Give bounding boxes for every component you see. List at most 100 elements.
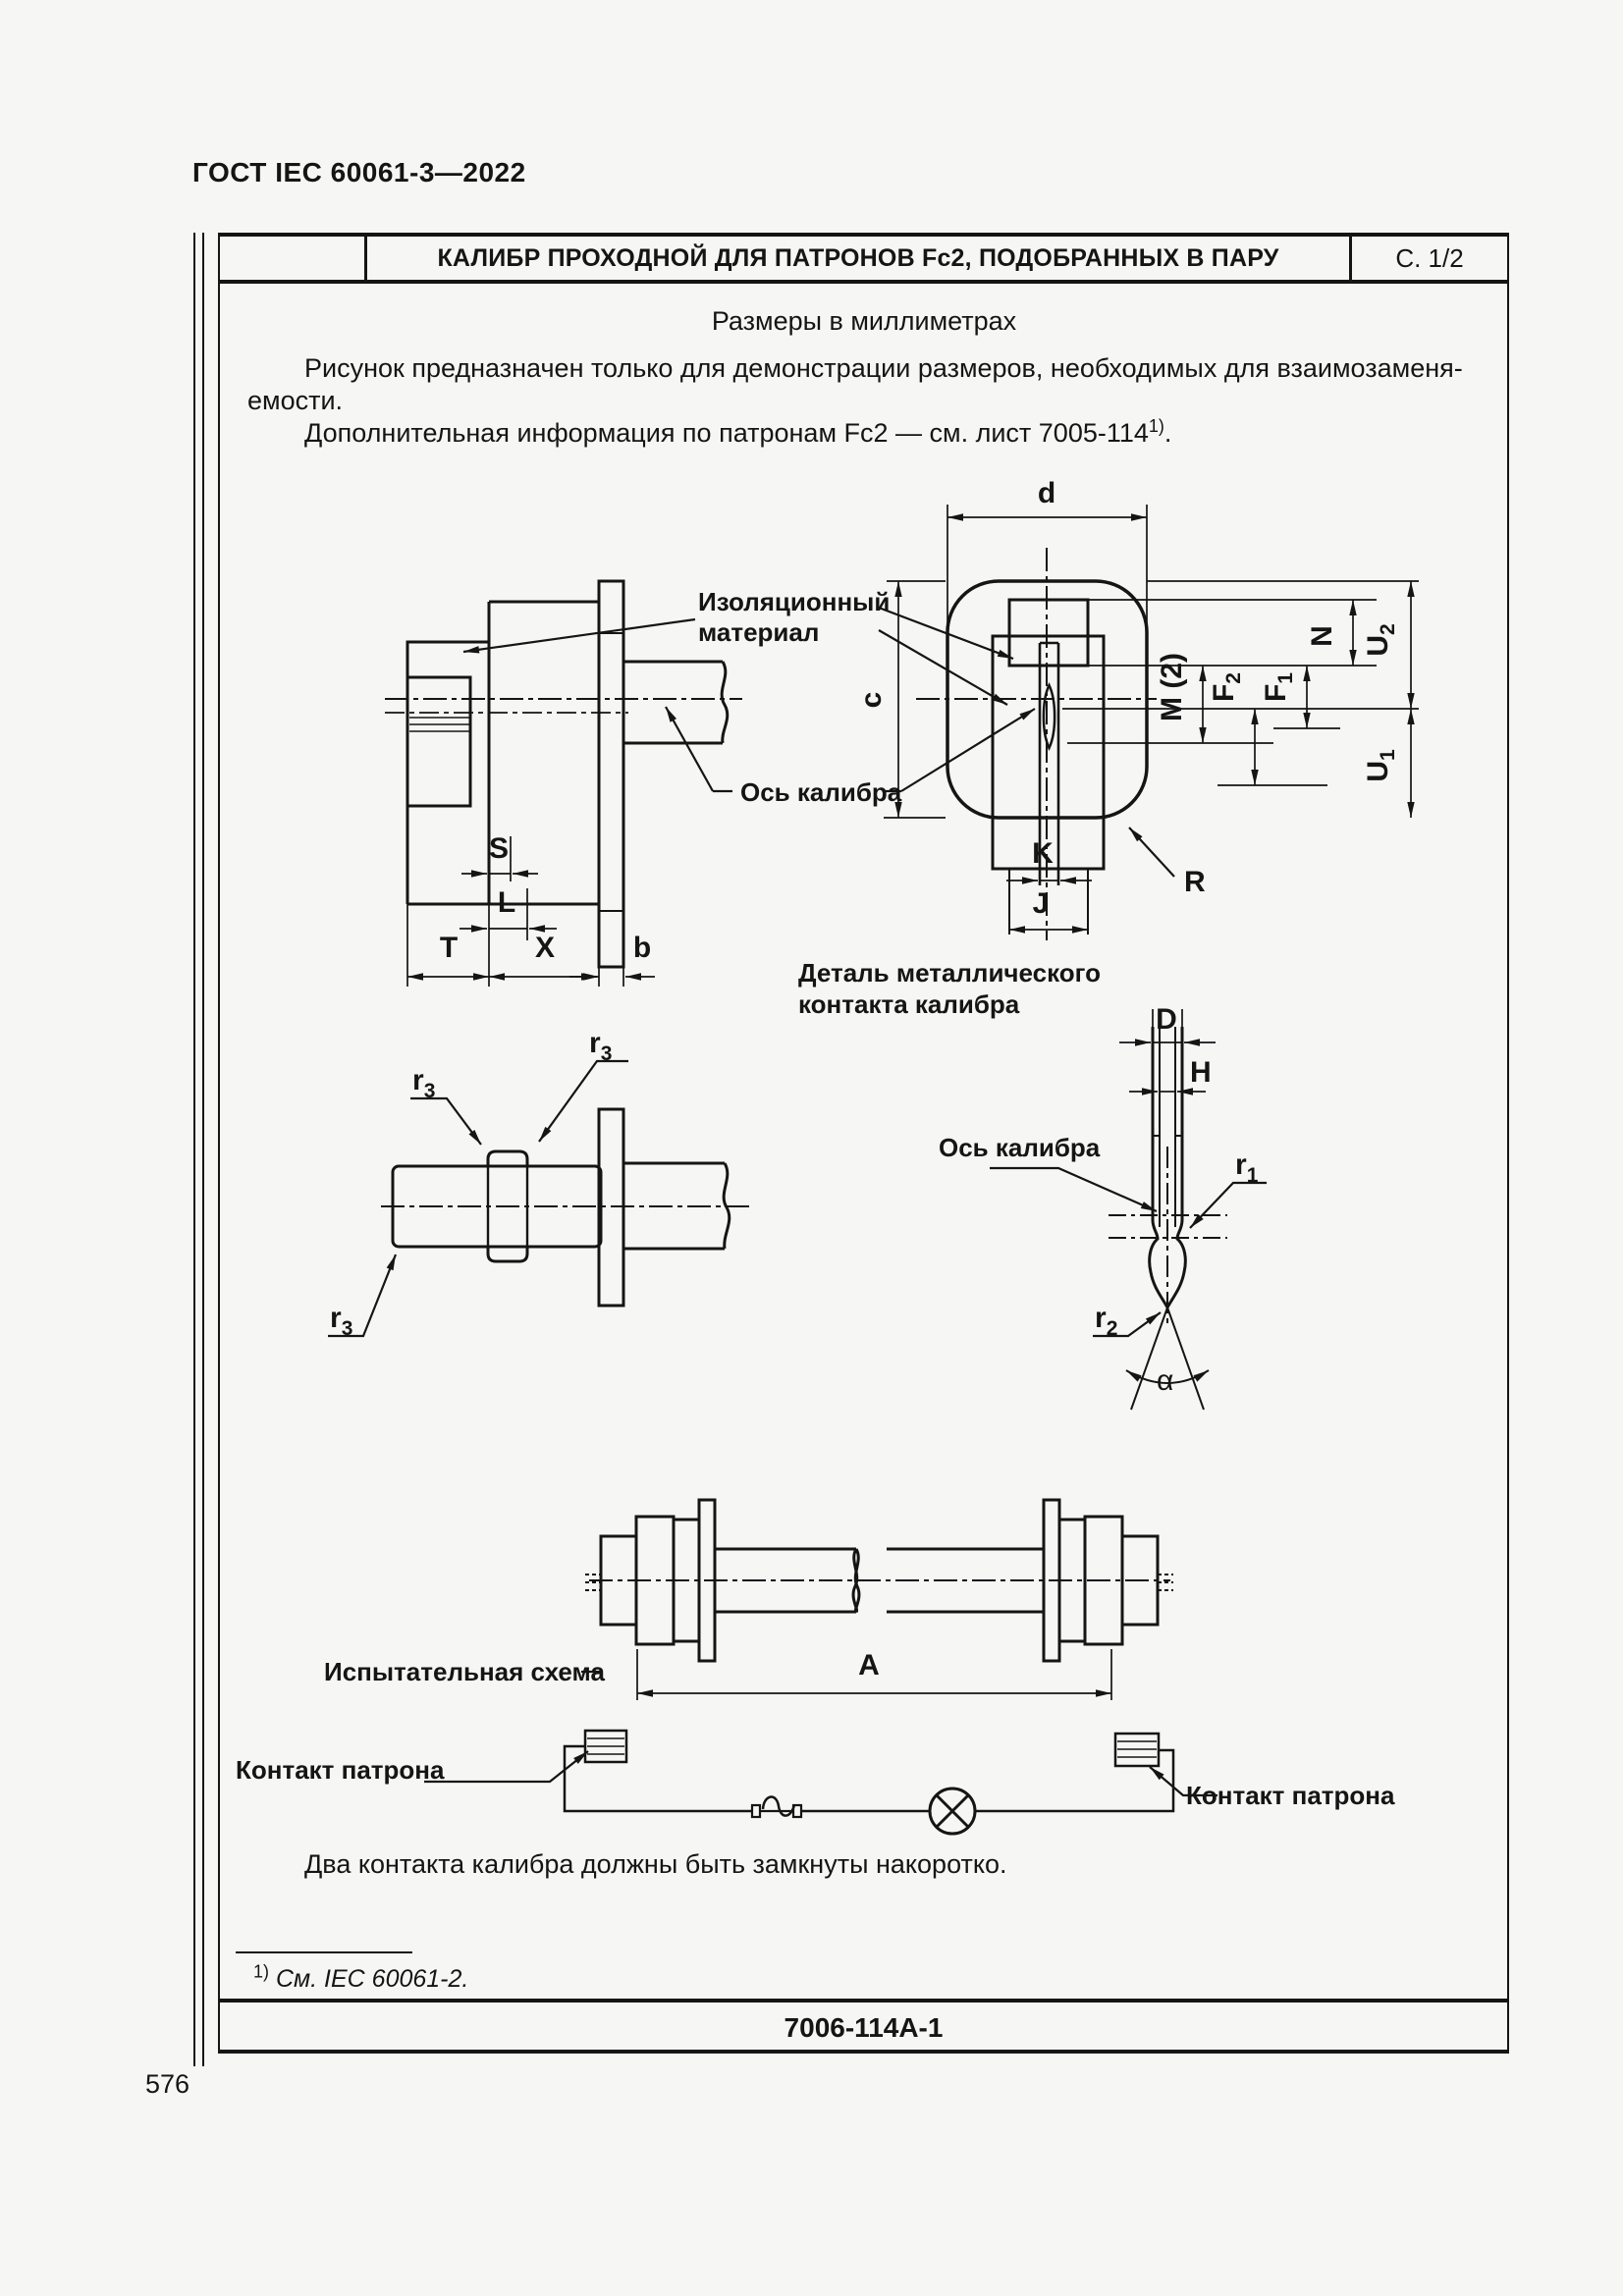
alpha-angle: α bbox=[1125, 1307, 1210, 1411]
metal-contact-detail-view: Деталь металлического контакта калибра D… bbox=[798, 958, 1267, 1411]
dim-c-label: c bbox=[855, 692, 888, 709]
gauge-side-view: S L T X b bbox=[385, 579, 742, 987]
dimension-U1: U1 bbox=[1362, 709, 1415, 818]
contact-pin-body bbox=[1148, 1027, 1187, 1308]
r3-callout-bottom-left: r3 bbox=[328, 1254, 398, 1340]
dim-D-label: D bbox=[1156, 1003, 1177, 1036]
r2-label: r2 bbox=[1095, 1302, 1117, 1340]
r3-label-top-right: r3 bbox=[589, 1027, 612, 1065]
dimension-S: S bbox=[461, 832, 538, 881]
contact-label-left: Контакт патрона bbox=[236, 1755, 445, 1785]
footer-separator bbox=[218, 1999, 1509, 2002]
r3-detail-view: r3 r3 r3 bbox=[328, 1027, 754, 1340]
dim-L-label: L bbox=[498, 886, 515, 919]
dim-F1-label: F1 bbox=[1260, 672, 1297, 702]
circuit-wires bbox=[563, 1744, 1175, 1813]
front-view-upper-plate bbox=[1007, 598, 1090, 667]
dimension-U2: U2 bbox=[1362, 581, 1415, 709]
front-view-reference-lines bbox=[1062, 580, 1419, 786]
front-view-inner-plate bbox=[991, 634, 1106, 871]
contact-detail-title-line2: контакта калибра bbox=[798, 989, 1020, 1019]
alpha-label: α bbox=[1157, 1364, 1173, 1397]
gauge-axis-callout: Ось калибра bbox=[665, 706, 1036, 807]
dim-U2-label: U2 bbox=[1362, 623, 1399, 656]
dimension-X: X bbox=[489, 932, 600, 987]
units-note: Размеры в миллиметрах bbox=[711, 306, 1017, 336]
dim-b-label: b bbox=[633, 932, 651, 964]
dim-S-label: S bbox=[489, 832, 509, 865]
r3-callout-top-left: r3 bbox=[410, 1064, 482, 1146]
paragraph-2-period: . bbox=[1163, 418, 1172, 448]
contact-label-right: Контакт патрона bbox=[1186, 1781, 1395, 1810]
insulation-material-callout: Изоляционный материал bbox=[462, 587, 1014, 706]
power-source-symbol bbox=[750, 1795, 803, 1819]
dim-T-label: T bbox=[440, 932, 458, 964]
page-title: КАЛИБР ПРОХОДНОЙ ДЛЯ ПАТРОНОВ Fc2, ПОДОБ… bbox=[437, 243, 1279, 272]
title-bar-empty-cell bbox=[220, 237, 367, 280]
dim-F2-label: F2 bbox=[1208, 672, 1245, 702]
title-bar: КАЛИБР ПРОХОДНОЙ ДЛЯ ПАТРОНОВ Fc2, ПОДОБ… bbox=[218, 233, 1509, 284]
r2-callout: r2 bbox=[1093, 1302, 1162, 1340]
gauge-front-view: d c M (2) F2 F1 N bbox=[855, 477, 1419, 940]
dimension-H: H bbox=[1129, 1056, 1212, 1095]
paragraph-2-footnote-mark: 1) bbox=[1148, 416, 1164, 436]
dim-N-label: N bbox=[1306, 625, 1338, 647]
dim-d-label: d bbox=[1038, 477, 1055, 509]
paragraph-2: Дополнительная информация по патронам Fc… bbox=[304, 417, 1171, 450]
dimension-c: c bbox=[855, 580, 946, 819]
dim-J-label: J bbox=[1033, 887, 1050, 920]
paragraph-2-text: Дополнительная информация по патронам Fc… bbox=[304, 418, 1149, 448]
dim-R-label: R bbox=[1184, 866, 1206, 898]
r3-callout-top-right: r3 bbox=[538, 1027, 628, 1143]
dimension-T: T bbox=[406, 904, 490, 987]
footnote-text: См. IEC 60061-2. bbox=[269, 1965, 469, 1993]
sheet-code: 7006-114А-1 bbox=[784, 2012, 944, 2043]
dimension-D: D bbox=[1119, 1003, 1216, 1046]
test-schema: Испытательная схема A bbox=[324, 1498, 1173, 1700]
paragraph-1-line-1: Рисунок предназначен только для демонстр… bbox=[304, 353, 1463, 383]
contact-axis-label: Ось калибра bbox=[939, 1133, 1101, 1162]
dimension-L: L bbox=[460, 886, 557, 940]
dimension-b: b bbox=[569, 932, 655, 987]
dimension-K: K bbox=[1006, 837, 1092, 884]
contact-detail-title-line1: Деталь металлического bbox=[798, 958, 1101, 988]
paragraph-1-line-2: емости. bbox=[247, 386, 344, 415]
footnote: 1) См. IEC 60061-2. bbox=[253, 1961, 469, 1994]
footnote-rule bbox=[236, 1951, 412, 1953]
test-circuit: Контакт патрона Контакт патрона bbox=[236, 1729, 1395, 1836]
dimension-M: M (2) bbox=[1156, 653, 1207, 743]
sheet-reference: С. 1/2 bbox=[1349, 237, 1507, 280]
dim-U1-label: U1 bbox=[1362, 749, 1399, 782]
r3-label-top-left: r3 bbox=[412, 1064, 435, 1102]
dim-A-label: A bbox=[858, 1649, 880, 1682]
left-double-rule-inner bbox=[202, 233, 204, 2066]
dimension-N: N bbox=[1306, 600, 1357, 666]
insulation-material-label-line1: Изоляционный bbox=[698, 587, 890, 616]
lampholder-contact-left bbox=[583, 1729, 628, 1764]
r3-label-bottom-left: r3 bbox=[330, 1302, 352, 1340]
left-double-rule-outer bbox=[193, 233, 195, 2066]
dim-K-label: K bbox=[1032, 837, 1054, 870]
footnote-mark: 1) bbox=[253, 1961, 270, 1982]
gauge-axis-label: Ось калибра bbox=[740, 777, 902, 807]
r1-label: r1 bbox=[1235, 1148, 1259, 1187]
lamp-symbol bbox=[928, 1787, 977, 1836]
page-number: 576 bbox=[145, 2069, 190, 2099]
dimension-A: A bbox=[636, 1649, 1112, 1700]
dimension-J: J bbox=[1009, 887, 1088, 934]
insulation-material-label-line2: материал bbox=[698, 617, 819, 647]
dim-H-label: H bbox=[1190, 1056, 1212, 1089]
document-standard-number: ГОСТ IEC 60061-3—2022 bbox=[192, 157, 526, 187]
r1-callout: r1 bbox=[1189, 1148, 1267, 1229]
dim-X-label: X bbox=[535, 932, 555, 964]
front-view-contact-pin bbox=[1042, 682, 1056, 751]
dimension-F1: F1 bbox=[1260, 666, 1311, 728]
dim-M-label: M (2) bbox=[1156, 653, 1188, 721]
dimension-R: R bbox=[1128, 827, 1206, 898]
dimension-F2: F2 bbox=[1208, 672, 1259, 785]
test-schema-label: Испытательная схема bbox=[324, 1657, 605, 1686]
contact-axis-callout: Ось калибра bbox=[939, 1133, 1158, 1213]
short-circuit-note: Два контакта калибра должны быть замкнут… bbox=[304, 1849, 1007, 1879]
lampholder-contact-right bbox=[1113, 1732, 1161, 1768]
